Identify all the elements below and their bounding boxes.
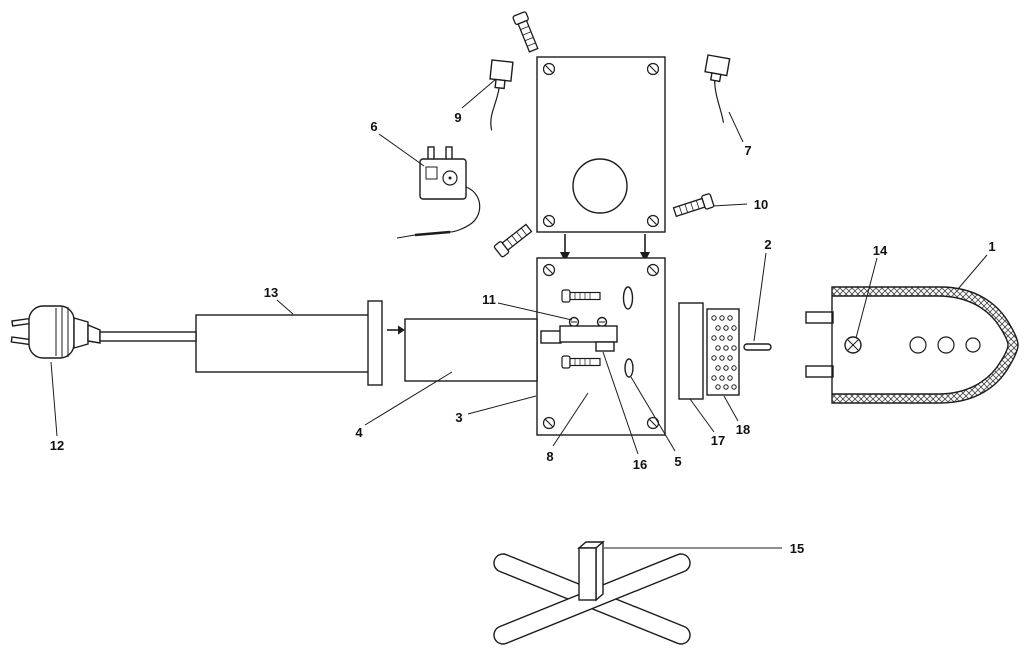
- assembly-arrow-down: [640, 234, 650, 262]
- label-13: 13: [264, 285, 278, 300]
- bolt-icon: [493, 221, 534, 259]
- part-6-thermostat: [396, 146, 481, 239]
- part-7-cable-connector: [704, 54, 731, 123]
- corner-screw-icon: [646, 214, 660, 228]
- part-17-plate: [678, 302, 704, 400]
- part-13-handle-tube: [195, 300, 383, 386]
- label-16: 16: [633, 457, 647, 472]
- nozzle-hatched-lining: [831, 286, 1019, 404]
- back-plate: [536, 56, 666, 233]
- label-12: 12: [50, 438, 64, 453]
- part-4-handle-body: [404, 318, 538, 382]
- part-5-o-ring: [622, 286, 634, 310]
- part-15-stand: [493, 540, 691, 645]
- part-1-heating-nozzle: [805, 286, 1019, 404]
- part-12-power-plug: [10, 305, 197, 359]
- label-2: 2: [764, 237, 771, 252]
- assembly-arrow-down: [560, 234, 570, 262]
- label-7: 7: [744, 143, 751, 158]
- label-1: 1: [988, 239, 995, 254]
- perforation-holes: [711, 315, 737, 390]
- corner-screw-icon: [542, 263, 556, 277]
- part-16-clamp-assembly: [540, 316, 618, 352]
- label-11: 11: [482, 292, 496, 307]
- label-14: 14: [873, 243, 888, 258]
- corner-screw-icon: [542, 214, 556, 228]
- part-9-cable-connector: [489, 59, 514, 131]
- small-arrow-right: [387, 325, 405, 335]
- corner-screw-icon: [542, 62, 556, 76]
- corner-screw-icon: [646, 416, 660, 430]
- corner-screw-icon: [646, 263, 660, 277]
- part-18-perforated-block: [706, 308, 740, 396]
- label-6: 6: [370, 119, 377, 134]
- plate-center-hole: [572, 158, 628, 214]
- part-14-screw: [844, 336, 862, 354]
- label-9: 9: [454, 110, 461, 125]
- part-2-pin: [743, 343, 772, 351]
- corner-screw-icon: [646, 62, 660, 76]
- bolt-icon: [511, 10, 541, 54]
- part-5-o-ring: [624, 358, 634, 378]
- corner-screw-icon: [542, 416, 556, 430]
- bolt-icon-part-10: [672, 192, 715, 220]
- label-15: 15: [790, 541, 804, 556]
- label-3: 3: [455, 410, 462, 425]
- label-18: 18: [736, 422, 750, 437]
- label-5: 5: [674, 454, 681, 469]
- label-8: 8: [546, 449, 553, 464]
- power-cord: [99, 331, 197, 342]
- label-10: 10: [754, 197, 768, 212]
- label-17: 17: [711, 433, 725, 448]
- part-labels: 1 2 3 4 5 6 7 8 9 10 11 12 13 14 15 16 1…: [50, 110, 996, 556]
- leader-lines: [50, 78, 988, 549]
- label-4: 4: [355, 425, 363, 440]
